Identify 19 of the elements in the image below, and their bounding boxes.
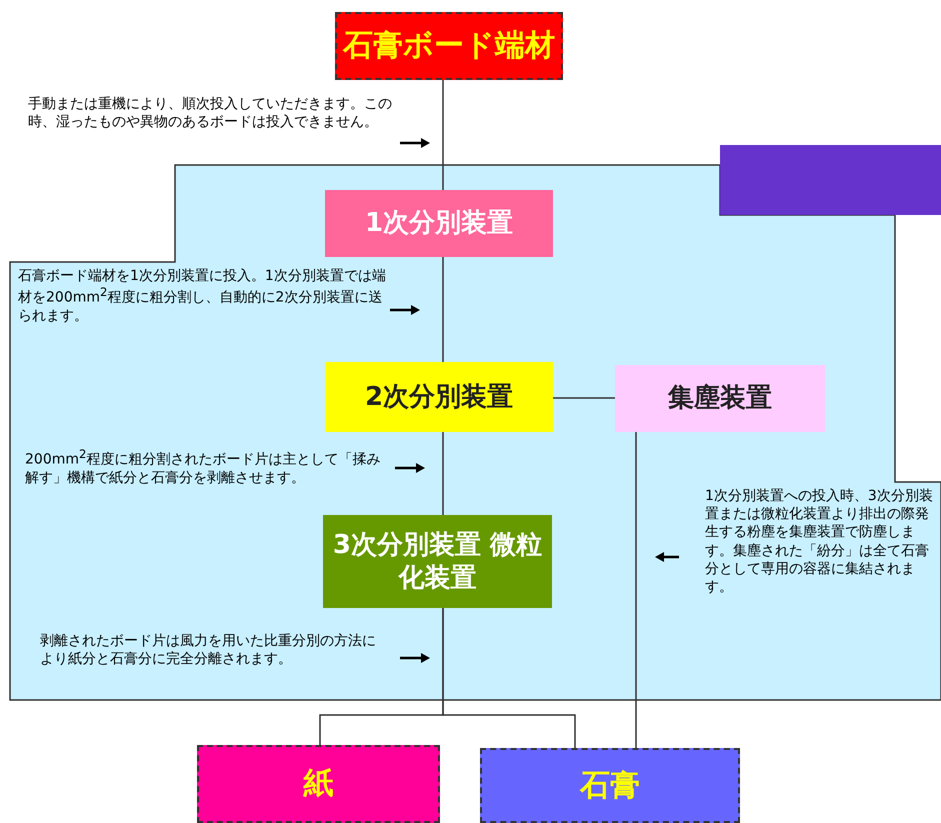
process-box: 1次分別装置	[325, 190, 553, 257]
note-text: 1次分別装置への投入時、3次分別装置または微粒化装置より排出の際発生する粉塵を集塵装置で防塵します。集塵された「紛分」は全て石膏分として専用の容器に集結されます。	[705, 487, 934, 596]
connector-line	[635, 432, 637, 748]
process-box: 2次分別装置	[325, 362, 553, 432]
process-box: 集塵装置	[615, 365, 825, 432]
system-box	[720, 145, 941, 215]
source-box: 石膏ボード端材	[335, 12, 563, 80]
connector-line	[442, 257, 444, 362]
connector-line	[553, 397, 615, 399]
note-text: 剥離されたボード片は風力を用いた比重分別の方法により紙分と石膏分に完全分離されます。	[40, 632, 377, 668]
note-text: 200mm$^{2}$程度に粗分割されたボード片は主として「揉み解す」機構で紙分と石膏分を剥離させます。	[25, 447, 382, 488]
note-text: 手動または重機により、順次投入していただきます。この時、湿ったものや異物のあるボードは投入できません。	[28, 95, 393, 132]
process-box: 3次分別装置 微粒化装置	[323, 515, 552, 608]
output-box: 紙	[197, 745, 440, 823]
connector-line	[442, 80, 444, 190]
connector-line	[442, 432, 444, 515]
connector-line	[442, 608, 576, 748]
output-box: 石膏	[480, 748, 740, 823]
note-text: 石膏ボード端材を1次分別装置に投入。1次分別装置では端材を200mm$^{2}$程度に粗分割し、自動的に2次分別装置に送られます。	[18, 267, 387, 326]
